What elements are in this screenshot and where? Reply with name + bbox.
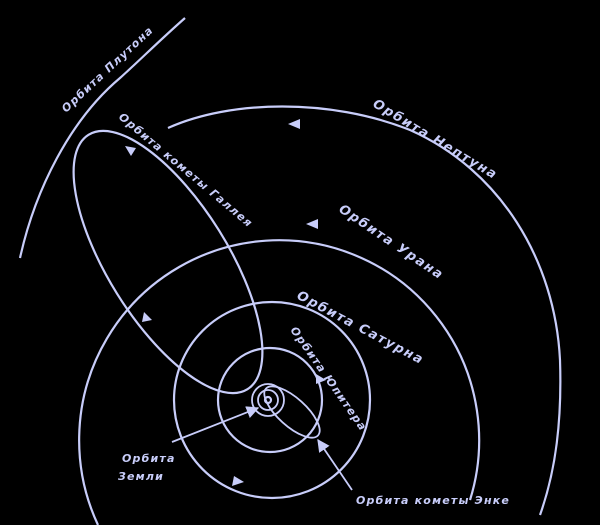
encke-orbit-label: Орбита кометы Энке	[356, 494, 510, 507]
jupiter-direction-arrow	[316, 374, 326, 384]
halley-direction-arrow-top	[125, 146, 136, 156]
neptune-direction-arrow	[288, 119, 300, 129]
earth-orbit-label-line2: Земли	[118, 470, 164, 483]
saturn-orbit	[172, 300, 372, 500]
mars-orbit	[251, 383, 285, 417]
halley-direction-arrow-left	[142, 312, 152, 322]
uranus-direction-arrow	[306, 219, 318, 229]
uranus-orbit	[78, 239, 481, 525]
encke-pointer-line	[317, 438, 353, 491]
earth-pointer-line	[171, 406, 260, 443]
halley-comet-orbit	[72, 129, 264, 395]
neptune-orbit	[167, 105, 562, 516]
jupiter-orbit-label: Орбита Юпитера	[288, 324, 370, 433]
saturn-direction-arrow	[232, 476, 244, 486]
neptune-orbit-label: Орбита Нептуна	[370, 97, 500, 183]
pluto-orbit	[18, 17, 186, 259]
earth-orbit	[257, 389, 279, 411]
encke-comet-orbit	[263, 385, 321, 439]
uranus-orbit-label: Орбита Урана	[336, 202, 447, 283]
jupiter-orbit	[216, 346, 324, 454]
halley-orbit-label: Орбита кометы Галлея	[116, 110, 255, 230]
earth-orbit-label-line1: Орбита	[122, 452, 176, 465]
pluto-orbit-label: Орбита Плутона	[59, 24, 156, 116]
